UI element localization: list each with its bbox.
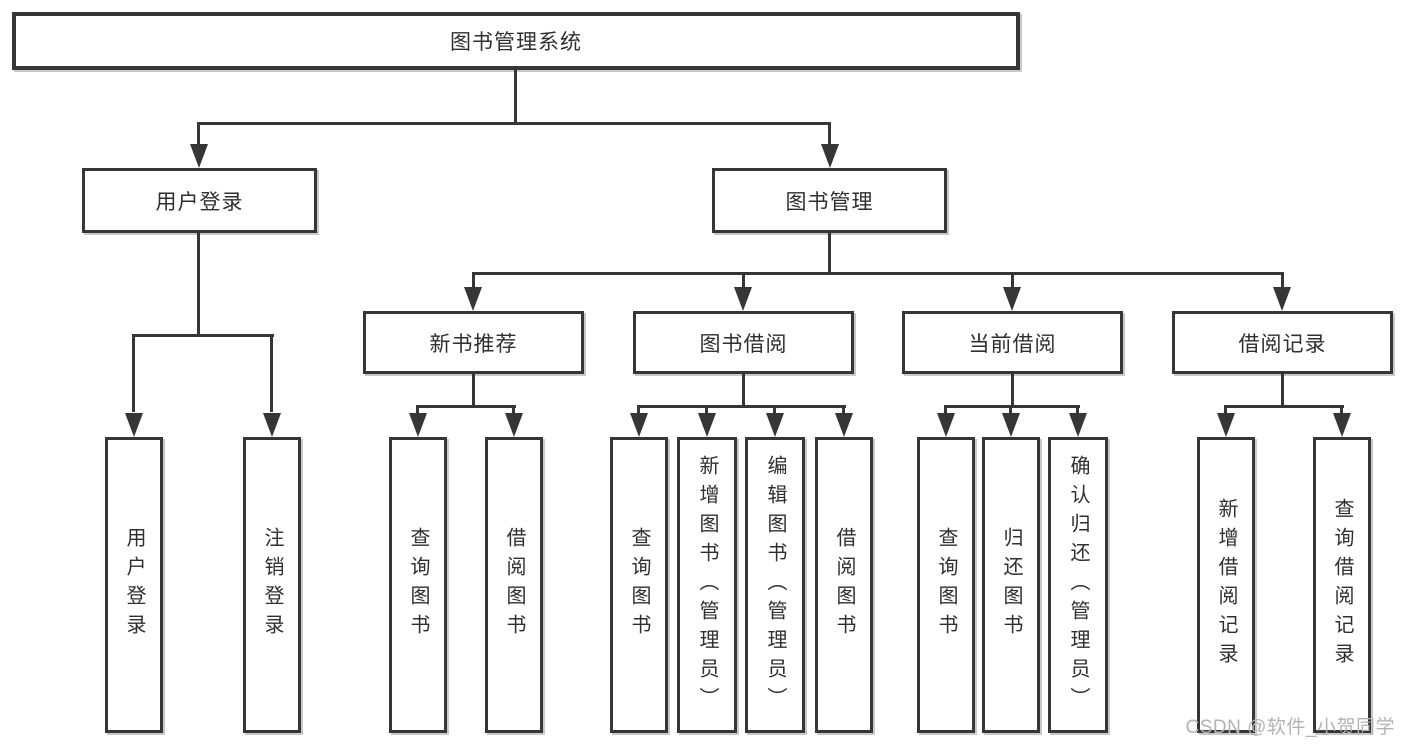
leaf-label: 归还图书 [1000, 527, 1022, 643]
node-root-label: 图书管理系统 [450, 31, 582, 54]
connector-drop [944, 405, 947, 417]
connector-book-mgmt-bar [472, 272, 1284, 275]
node-new-books-label: 新书推荐 [429, 332, 518, 356]
connector-drop [1009, 405, 1012, 417]
connector-new-books-stem [472, 374, 475, 407]
leaf-records-query: 查询借阅记录 [1313, 437, 1371, 733]
node-root: 图书管理系统 [12, 12, 1020, 70]
arrow-down-icon [835, 413, 853, 437]
arrow-down-icon [821, 144, 839, 168]
connector-drop [705, 405, 708, 417]
connector-drop [1224, 405, 1227, 417]
connector-user-login-bar [132, 334, 274, 337]
node-borrow-records-label: 借阅记录 [1238, 332, 1327, 356]
connector-user-login-stem [197, 233, 200, 336]
arrow-down-icon [766, 413, 784, 437]
connector-drop [742, 272, 745, 290]
csdn-watermark: CSDN @软件_小贺同学 [1185, 717, 1395, 738]
node-book-borrow: 图书借阅 [633, 311, 854, 374]
leaf-current-query: 查询图书 [917, 437, 975, 733]
node-book-borrow-label: 图书借阅 [699, 332, 788, 356]
leaf-label: 新增借阅记录 [1215, 498, 1237, 672]
connector-borrow-records-stem [1281, 374, 1284, 407]
node-borrow-records: 借阅记录 [1172, 311, 1393, 374]
leaf-label: 查询借阅记录 [1331, 498, 1353, 672]
leaf-records-add: 新增借阅记录 [1197, 437, 1255, 733]
connector-new-books-bar [416, 405, 516, 408]
arrow-down-icon [125, 413, 143, 437]
connector-drop [1340, 405, 1343, 417]
connector-drop [416, 405, 419, 417]
leaf-borrow-edit-admin: 编辑图书（管理员） [745, 437, 805, 733]
connector-book-borrow-stem [742, 374, 745, 407]
connector-borrow-records-bar [1224, 405, 1344, 408]
arrow-down-icon [1002, 413, 1020, 437]
connector-drop [842, 405, 845, 417]
node-book-mgmt: 图书管理 [712, 168, 947, 233]
connector-current-borrow-stem [1011, 374, 1014, 407]
arrow-down-icon [1273, 287, 1291, 311]
node-current-borrow-label: 当前借阅 [968, 332, 1057, 356]
leaf-borrow-add-admin: 新增图书（管理员） [677, 437, 737, 733]
arrow-down-icon [1217, 413, 1235, 437]
leaf-label: 注销登录 [261, 527, 283, 643]
arrow-down-icon [464, 287, 482, 311]
connector-drop [270, 334, 273, 412]
leaf-newbooks-query: 查询图书 [389, 437, 447, 733]
leaf-borrow-query: 查询图书 [610, 437, 668, 733]
connector-drop [512, 405, 515, 417]
leaf-label: 借阅图书 [833, 527, 855, 643]
connector-root-bar [197, 122, 831, 125]
leaf-label: 新增图书（管理员） [696, 454, 718, 716]
leaf-label: 编辑图书（管理员） [764, 454, 786, 716]
connector-book-borrow-bar [637, 405, 846, 408]
leaf-borrow-borrow: 借阅图书 [815, 437, 873, 733]
connector-drop [828, 122, 831, 148]
node-user-login: 用户登录 [82, 168, 317, 233]
leaf-label: 用户登录 [123, 527, 145, 643]
connector-drop [472, 272, 475, 290]
leaf-logout: 注销登录 [243, 437, 301, 733]
arrow-down-icon [505, 413, 523, 437]
arrow-down-icon [698, 413, 716, 437]
arrow-down-icon [1003, 287, 1021, 311]
node-user-login-label: 用户登录 [155, 190, 244, 214]
arrow-down-icon [734, 287, 752, 311]
arrow-down-icon [630, 413, 648, 437]
connector-drop [637, 405, 640, 417]
leaf-label: 确认归还（管理员） [1067, 454, 1089, 716]
connector-drop [132, 334, 135, 412]
node-current-borrow: 当前借阅 [902, 311, 1123, 374]
leaf-current-confirm-admin: 确认归还（管理员） [1048, 437, 1108, 733]
connector-book-mgmt-stem [828, 233, 831, 274]
leaf-newbooks-borrow: 借阅图书 [485, 437, 543, 733]
arrow-down-icon [1333, 413, 1351, 437]
leaf-current-return: 归还图书 [982, 437, 1040, 733]
arrow-down-icon [190, 144, 208, 168]
connector-drop [1011, 272, 1014, 290]
node-book-mgmt-label: 图书管理 [785, 190, 874, 214]
connector-root-stem [514, 70, 517, 124]
connector-current-borrow-bar [944, 405, 1080, 408]
connector-drop [1076, 405, 1079, 417]
arrow-down-icon [1069, 413, 1087, 437]
leaf-label: 查询图书 [935, 527, 957, 643]
arrow-down-icon [263, 413, 281, 437]
connector-drop [1281, 272, 1284, 290]
leaf-label: 借阅图书 [503, 527, 525, 643]
leaf-label: 查询图书 [628, 527, 650, 643]
arrow-down-icon [409, 413, 427, 437]
leaf-label: 查询图书 [407, 527, 429, 643]
leaf-user-login: 用户登录 [105, 437, 163, 733]
arrow-down-icon [937, 413, 955, 437]
connector-drop [773, 405, 776, 417]
connector-drop [197, 122, 200, 148]
node-new-books: 新书推荐 [363, 311, 584, 374]
